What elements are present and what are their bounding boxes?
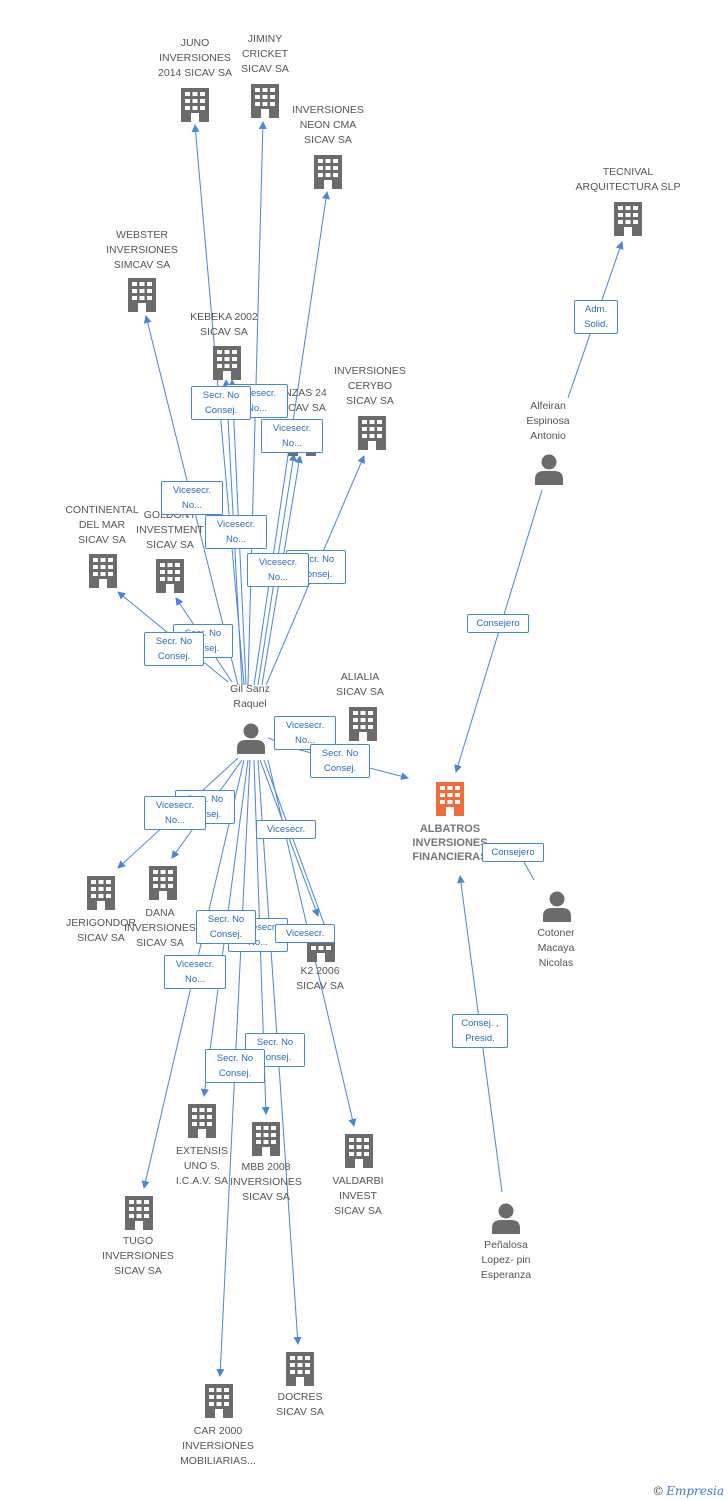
building-icon (251, 84, 279, 118)
node-jerigondor[interactable]: JERIGONDOR SICAV SA (56, 876, 146, 948)
building-icon (156, 559, 184, 593)
node-label: DANA INVERSIONES SICAV SA (124, 907, 196, 949)
node-albatros[interactable]: ALBATROS INVERSIONES FINANCIERAS (398, 782, 502, 866)
edge-label-goldony-vice[interactable]: Vicesecr. No... (205, 515, 267, 549)
node-label: Gil Sanz Raquel (230, 683, 270, 710)
node-label: CAR 2000 INVERSIONES MOBILIARIAS... (180, 1425, 256, 1467)
edge-label-consejero-alfeiran[interactable]: Consejero (467, 614, 529, 633)
node-goldony[interactable]: GOLDONY INVESTMENT SICAV SA (122, 508, 218, 598)
node-extensis[interactable]: EXTENSIS UNO S. I.C.A.V. SA (160, 1104, 244, 1190)
edge-label-tugo-vice[interactable]: Vicesecr. No... (164, 955, 226, 989)
building-icon (314, 155, 342, 189)
node-label: JUNO INVERSIONES 2014 SICAV SA (158, 37, 232, 79)
node-label: ALBATROS INVERSIONES FINANCIERAS (412, 823, 488, 863)
node-label: VALDARBI INVEST SICAV SA (332, 1175, 384, 1217)
copyright-symbol: © (652, 1484, 665, 1498)
building-icon (188, 1104, 216, 1138)
node-juno[interactable]: JUNO INVERSIONES 2014 SICAV SA (140, 36, 250, 126)
edge-label-consejero-cotoner[interactable]: Consejero (482, 843, 544, 862)
node-continental[interactable]: CONTINENTAL DEL MAR SICAV SA (56, 503, 148, 593)
brand-logo: ©Empresia (652, 1484, 724, 1498)
node-car2000[interactable]: CAR 2000 INVERSIONES MOBILIARIAS... (168, 1384, 268, 1470)
node-label: Cotoner Macaya Nicolas (537, 927, 575, 969)
edge-label-kebeka-secr[interactable]: Secr. No Consej. (191, 386, 251, 420)
node-cotoner[interactable]: Cotoner Macaya Nicolas (518, 890, 594, 974)
node-label: WEBSTER INVERSIONES SIMCAV SA (106, 229, 178, 271)
building-icon (125, 1196, 153, 1230)
node-tecnival[interactable]: TECNIVAL ARQUITECTURA SLP (568, 165, 688, 241)
edge-label-neon-vice[interactable]: Vicesecr. No... (247, 553, 309, 587)
node-penalosa[interactable]: Peñalosa Lopez- pin Esperanza (466, 1202, 546, 1288)
edge-label-consej-presid[interactable]: Consej. , Presid. (452, 1014, 508, 1048)
node-label: INVERSIONES NEON CMA SICAV SA (292, 104, 364, 146)
edge-label-jerigondor-vice[interactable]: Vicesecr. No... (144, 796, 206, 830)
edge-label-anzas-vice[interactable]: Vicesecr. No... (261, 419, 323, 453)
building-icon (213, 346, 241, 380)
node-cerybo[interactable]: INVERSIONES CERYBO SICAV SA (322, 364, 418, 454)
brand-name: Empresia (666, 1484, 724, 1498)
edge-label-extensis-secr[interactable]: Secr. No Consej. (196, 910, 256, 944)
person-icon (535, 454, 563, 485)
edge-label-k2-vice-1[interactable]: Vicesecr. (256, 820, 316, 839)
building-icon (89, 554, 117, 588)
building-icon (349, 707, 377, 741)
node-tugo[interactable]: TUGO INVERSIONES SICAV SA (92, 1196, 184, 1282)
building-icon (358, 416, 386, 450)
person-icon (237, 723, 265, 754)
edge-label-webster-vice[interactable]: Vicesecr. No... (161, 481, 223, 515)
building-icon (286, 1352, 314, 1386)
node-valdarbi[interactable]: VALDARBI INVEST SICAV SA (316, 1134, 400, 1220)
building-icon (149, 866, 177, 900)
node-kebeka[interactable]: KEBEKA 2002 SICAV SA (176, 310, 272, 382)
edge-label-k2-vice-2[interactable]: Vicesecr. (275, 924, 335, 943)
node-mbb[interactable]: MBB 2008 INVERSIONES SICAV SA (218, 1122, 314, 1208)
node-docres[interactable]: DOCRES SICAV SA (260, 1352, 340, 1424)
node-neon[interactable]: INVERSIONES NEON CMA SICAV SA (280, 103, 376, 193)
node-dana[interactable]: DANA INVERSIONES SICAV SA (112, 866, 208, 952)
node-label: Alfeiran Espinosa Antonio (526, 400, 570, 442)
node-webster[interactable]: WEBSTER INVERSIONES SIMCAV SA (92, 228, 192, 318)
building-icon (87, 876, 115, 910)
building-icon (252, 1122, 280, 1156)
node-label: INVERSIONES CERYBO SICAV SA (334, 365, 406, 407)
building-icon (205, 1384, 233, 1418)
building-icon (128, 278, 156, 312)
node-label: ALIALIA SICAV SA (336, 671, 384, 698)
node-label: DOCRES SICAV SA (276, 1391, 324, 1418)
node-k2[interactable]: K2 2006 SICAV SA (282, 928, 358, 996)
node-label: JERIGONDOR SICAV SA (65, 917, 136, 944)
building-icon (345, 1134, 373, 1168)
person-icon (492, 1203, 520, 1234)
edge-label-albatros-secr[interactable]: Secr. No Consej. (310, 744, 370, 778)
building-icon (181, 88, 209, 122)
node-jiminy[interactable]: JIMINY CRICKET SICAV SA (220, 32, 310, 122)
node-label: Peñalosa Lopez- pin Esperanza (480, 1239, 532, 1281)
node-label: JIMINY CRICKET SICAV SA (241, 33, 289, 75)
building-icon (614, 202, 642, 236)
node-label: K2 2006 SICAV SA (296, 965, 344, 992)
edge-label-car-secr[interactable]: Secr. No Consej. (205, 1049, 265, 1083)
edge-label-continental-secr[interactable]: Secr. No Consej. (144, 632, 204, 666)
node-label: MBB 2008 INVERSIONES SICAV SA (230, 1161, 302, 1203)
building-icon (436, 782, 464, 816)
node-label: TECNIVAL ARQUITECTURA SLP (575, 166, 681, 193)
node-label: CONTINENTAL DEL MAR SICAV SA (65, 504, 139, 546)
person-icon (543, 891, 571, 922)
node-alialia[interactable]: ALIALIA SICAV SA (320, 670, 400, 742)
node-label: EXTENSIS UNO S. I.C.A.V. SA (175, 1145, 229, 1187)
node-label: KEBEKA 2002 SICAV SA (190, 311, 258, 338)
node-gil[interactable]: Gil Sanz Raquel (214, 682, 286, 756)
edge-label-adm-solid[interactable]: Adm. Solid. (574, 300, 618, 334)
node-alfeiran[interactable]: Alfeiran Espinosa Antonio (508, 399, 588, 489)
node-label: TUGO INVERSIONES SICAV SA (102, 1235, 174, 1277)
